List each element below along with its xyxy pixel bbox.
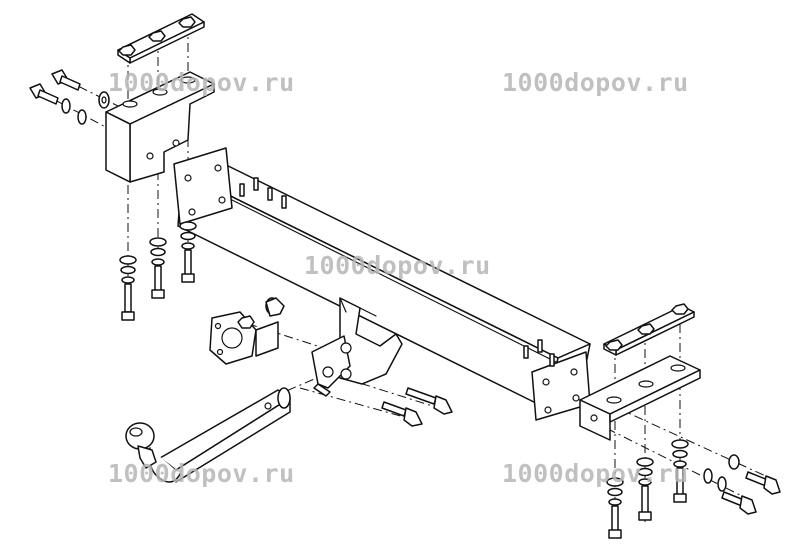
center-bolt [381,387,453,427]
mounting-bracket-left [105,71,215,183]
socket-nut [237,297,285,329]
bolt-horizontal-right [703,454,781,515]
hitch-mount-bracket [311,297,403,397]
bolt-horizontal [29,69,81,105]
stud [239,177,555,367]
mounting-bracket-right [579,355,701,441]
cross-beam [173,147,591,421]
clamp-strip-left [117,13,205,64]
nut [118,16,196,56]
bolt-stack-left [119,221,197,321]
washer [61,91,110,125]
bolt-stack-right [606,439,689,539]
nut [605,303,689,351]
tow-ball-arm [125,387,291,483]
clamp-strip-right [603,303,695,356]
